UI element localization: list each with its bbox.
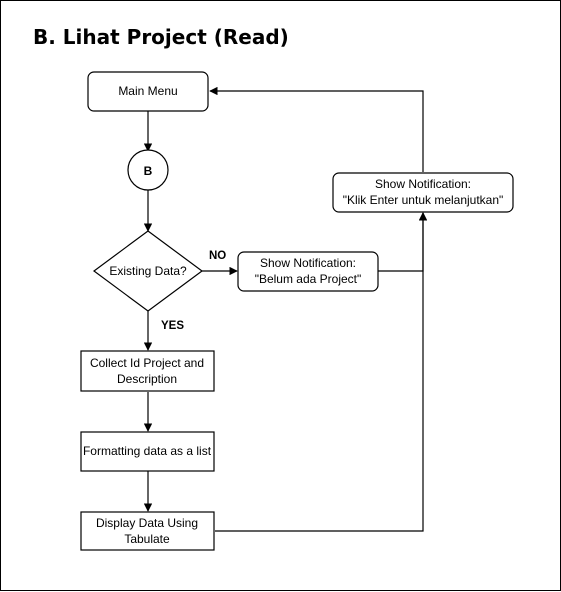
display-line2: Tabulate xyxy=(124,532,170,546)
format-node: Formatting data as a list xyxy=(80,431,215,472)
notif-enter-node: Show Notification: "Klik Enter untuk mel… xyxy=(332,172,514,213)
notif-empty-line2: "Belum ada Project" xyxy=(255,272,362,286)
page-title: B. Lihat Project (Read) xyxy=(33,25,289,49)
arrow-empty-to-enter xyxy=(378,212,428,272)
notif-enter-line2: "Klik Enter untuk melanjutkan" xyxy=(343,193,504,207)
format-label: Formatting data as a list xyxy=(83,444,212,458)
connector-b-label: B xyxy=(144,164,153,178)
main-menu-node: Main Menu xyxy=(87,71,209,112)
edge-label-no: NO xyxy=(209,250,226,262)
collect-line1: Collect Id Project and xyxy=(90,356,204,370)
decision-node: Existing Data? xyxy=(92,230,204,312)
notif-empty-line1: Show Notification: xyxy=(260,256,356,270)
main-menu-label: Main Menu xyxy=(118,84,177,98)
decision-label: Existing Data? xyxy=(109,264,187,278)
connectors xyxy=(143,86,428,532)
notif-empty-node: Show Notification: "Belum ada Project" xyxy=(237,251,379,292)
notif-enter-line1: Show Notification: xyxy=(375,177,471,191)
connector-b-node: B xyxy=(127,149,169,191)
display-node: Display Data Using Tabulate xyxy=(80,511,215,551)
arrow-display-to-enter xyxy=(215,212,428,532)
display-line1: Display Data Using xyxy=(96,516,198,530)
edge-label-yes: YES xyxy=(161,320,184,332)
arrow-enter-to-menu xyxy=(209,86,424,172)
collect-node: Collect Id Project and Description xyxy=(80,350,215,392)
collect-line2: Description xyxy=(117,372,177,386)
